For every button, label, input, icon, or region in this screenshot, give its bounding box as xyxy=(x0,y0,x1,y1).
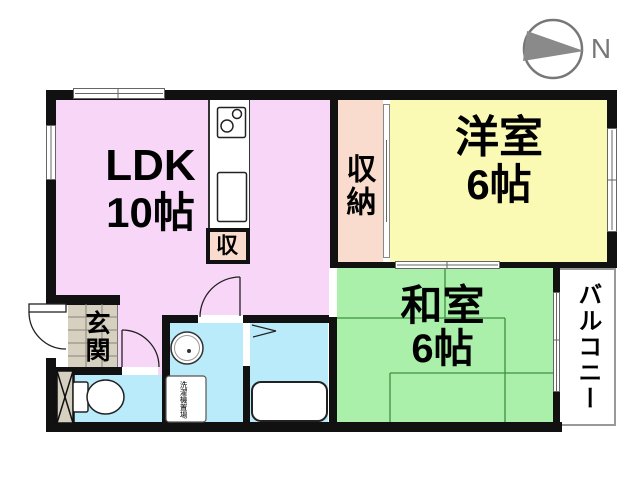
window-balcony xyxy=(553,292,560,392)
compass-icon xyxy=(522,18,584,80)
label-kitchen-storage: 収 xyxy=(215,233,238,258)
wall-closet-left xyxy=(330,100,338,262)
wall-washroom-left xyxy=(162,315,170,432)
window-right xyxy=(607,128,617,232)
western-size: 6帖 xyxy=(466,160,532,208)
hallway xyxy=(117,315,163,375)
ldk-name: LDK xyxy=(105,141,196,190)
sliding-door-western-japanese xyxy=(395,261,500,269)
opening-washroom-door xyxy=(198,315,243,323)
room-closet xyxy=(338,100,383,262)
wall-ldk-japanese xyxy=(329,317,337,422)
window-left xyxy=(46,125,56,180)
room-bath xyxy=(250,323,328,422)
wall-left-upper xyxy=(46,100,56,305)
compass-north-label: N xyxy=(590,33,612,64)
room-toilet xyxy=(72,375,162,422)
japanese-name: 和室 xyxy=(400,282,485,329)
sliding-door-closet xyxy=(383,104,390,258)
wall-top xyxy=(46,90,617,100)
western-name: 洋室 xyxy=(455,113,543,162)
label-entrance: 玄関 xyxy=(82,310,110,364)
japanese-size: 6帖 xyxy=(411,327,474,372)
kitchen-storage-box xyxy=(206,228,250,264)
label-closet: 収納 xyxy=(341,153,375,219)
label-balcony: バルコニー xyxy=(573,282,601,412)
wall-bath-left xyxy=(243,315,250,432)
ldk-size: 10帖 xyxy=(106,188,195,236)
label-japanese-room: 和室 6帖 xyxy=(345,283,540,372)
wall-bottom xyxy=(46,422,562,432)
label-western-room: 洋室 6帖 xyxy=(392,114,606,207)
opening-toilet-door xyxy=(122,367,158,375)
room-ldk xyxy=(56,100,330,315)
pipe-space xyxy=(55,369,75,425)
wall-left-lower xyxy=(46,358,56,432)
room-western xyxy=(390,100,607,262)
opening-bath-door xyxy=(243,323,250,366)
label-ldk: LDK 10帖 xyxy=(58,142,243,235)
opening-ldk-japanese xyxy=(329,268,337,317)
label-laundry: 洗濯機置場 xyxy=(179,381,189,419)
wall-genkan-bottom xyxy=(46,367,122,375)
wall-genkan-top xyxy=(46,295,120,305)
balcony-area xyxy=(558,268,616,426)
front-door-opening xyxy=(56,305,68,367)
window-top xyxy=(73,88,165,99)
